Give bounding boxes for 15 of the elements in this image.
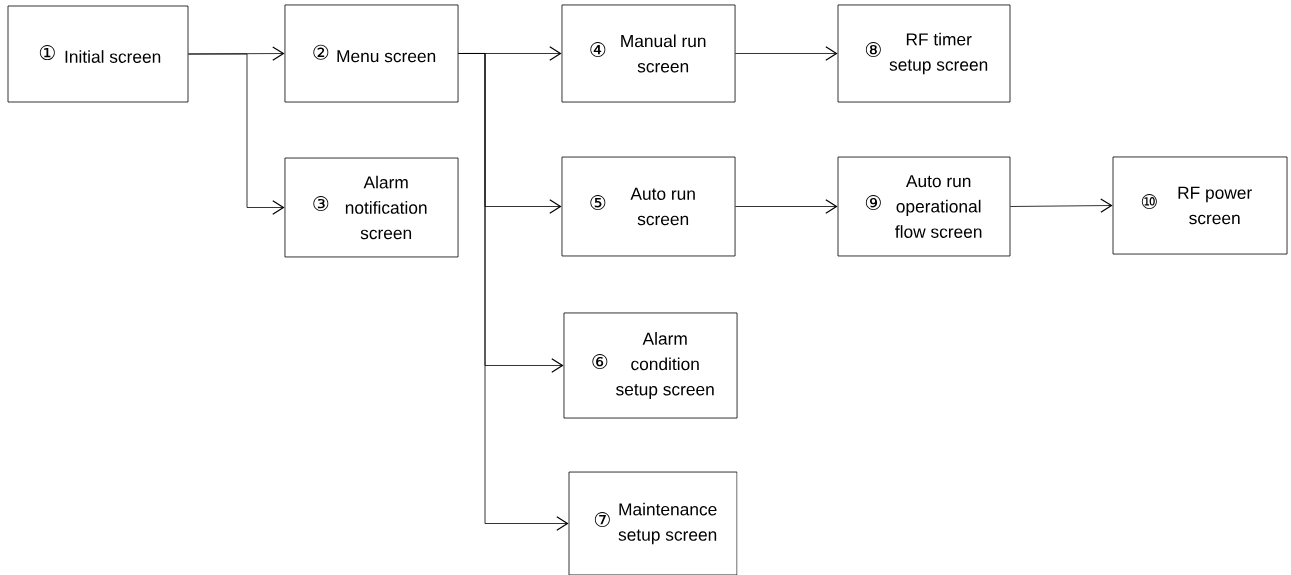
screen-box: ⑩ RF power screen <box>1112 156 1288 255</box>
screen-box: ① Initial screen <box>7 5 189 103</box>
arrow <box>735 46 838 61</box>
screen-box: ⑨ Auto run operational flow screen <box>837 156 1011 257</box>
arrow <box>458 53 569 531</box>
screen-box: ⑤ Auto run screen <box>561 156 736 257</box>
screen-box: ④ Manual run screen <box>561 4 736 103</box>
arrow <box>735 199 838 214</box>
screen-box: ⑧ RF timer setup screen <box>837 4 1011 103</box>
arrow <box>1010 198 1113 213</box>
arrow <box>188 53 285 215</box>
screen-box: ⑥ Alarm condition setup screen <box>563 312 738 419</box>
screen-box: ③ Alarm notification screen <box>284 157 459 258</box>
screen-box: ⑦ Maintenance setup screen <box>568 471 738 575</box>
screen-box: ② Menu screen <box>284 4 459 103</box>
